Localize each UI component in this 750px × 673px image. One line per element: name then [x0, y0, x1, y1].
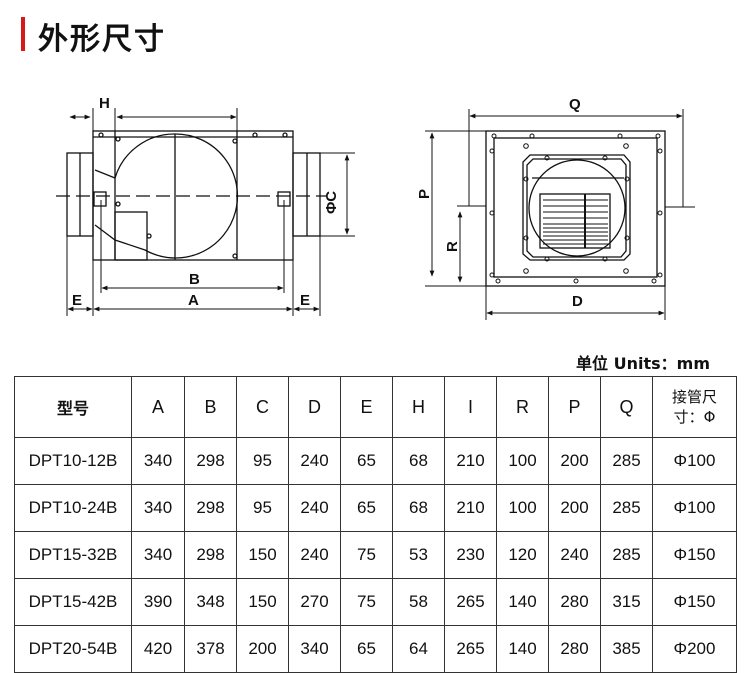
value-cell: 240: [288, 484, 341, 532]
value-cell: Φ150: [652, 531, 737, 579]
model-cell: DPT20-54B: [14, 625, 132, 673]
label-Q: Q: [569, 96, 581, 113]
value-cell: 265: [444, 625, 497, 673]
value-cell: 340: [131, 531, 185, 579]
column-header: H: [392, 376, 445, 438]
value-cell: 58: [392, 578, 445, 626]
value-cell: 64: [392, 625, 445, 673]
value-cell: 68: [392, 484, 445, 532]
column-header: C: [236, 376, 289, 438]
label-H: H: [99, 95, 110, 112]
value-cell: 340: [131, 437, 185, 485]
value-cell: 140: [496, 625, 549, 673]
label-E-right: E: [300, 292, 310, 309]
value-cell: 285: [600, 531, 653, 579]
dimension-drawings: H ΦC B A E E Q P: [56, 95, 695, 320]
value-cell: 420: [131, 625, 185, 673]
value-cell: 285: [600, 484, 653, 532]
label-E-left: E: [72, 292, 82, 309]
header-line: 寸：Φ: [673, 408, 716, 426]
value-cell: 240: [288, 531, 341, 579]
value-cell: 385: [600, 625, 653, 673]
column-header: R: [496, 376, 549, 438]
units-note: 单位 Units：mm: [576, 354, 710, 373]
column-header: P: [548, 376, 601, 438]
label-C: ΦC: [323, 191, 340, 214]
value-cell: 265: [444, 578, 497, 626]
column-header: B: [184, 376, 237, 438]
value-cell: 348: [184, 578, 237, 626]
model-cell: DPT15-42B: [14, 578, 132, 626]
side-view-drawing: [56, 108, 355, 316]
value-cell: Φ150: [652, 578, 737, 626]
label-A: A: [188, 292, 199, 309]
value-cell: 298: [184, 531, 237, 579]
value-cell: 100: [496, 437, 549, 485]
value-cell: 378: [184, 625, 237, 673]
model-cell: DPT15-32B: [14, 531, 132, 579]
value-cell: 230: [444, 531, 497, 579]
value-cell: 210: [444, 484, 497, 532]
value-cell: 95: [236, 484, 289, 532]
column-header: E: [340, 376, 393, 438]
column-header: 型号: [14, 376, 132, 438]
value-cell: 75: [340, 578, 393, 626]
value-cell: 150: [236, 578, 289, 626]
value-cell: 280: [548, 578, 601, 626]
value-cell: 285: [600, 437, 653, 485]
value-cell: 340: [288, 625, 341, 673]
value-cell: 65: [340, 484, 393, 532]
front-view-drawing: [425, 109, 695, 320]
column-header-pipe-size: 接管尺寸：Φ: [652, 376, 737, 438]
value-cell: 390: [131, 578, 185, 626]
value-cell: 280: [548, 625, 601, 673]
value-cell: 100: [496, 484, 549, 532]
label-B: B: [189, 271, 200, 288]
value-cell: 120: [496, 531, 549, 579]
column-header: D: [288, 376, 341, 438]
value-cell: 200: [236, 625, 289, 673]
section-accent-bar: [21, 17, 25, 51]
value-cell: 200: [548, 437, 601, 485]
value-cell: 298: [184, 484, 237, 532]
label-D: D: [572, 293, 583, 310]
value-cell: 95: [236, 437, 289, 485]
header-line: 接管尺: [671, 388, 717, 406]
value-cell: 315: [600, 578, 653, 626]
value-cell: 53: [392, 531, 445, 579]
label-P: P: [416, 189, 433, 199]
value-cell: Φ200: [652, 625, 737, 673]
value-cell: 65: [340, 437, 393, 485]
value-cell: 150: [236, 531, 289, 579]
value-cell: 65: [340, 625, 393, 673]
column-header: Q: [600, 376, 653, 438]
value-cell: 200: [548, 484, 601, 532]
value-cell: 240: [288, 437, 341, 485]
value-cell: 270: [288, 578, 341, 626]
value-cell: 140: [496, 578, 549, 626]
value-cell: 75: [340, 531, 393, 579]
value-cell: 298: [184, 437, 237, 485]
model-cell: DPT10-12B: [14, 437, 132, 485]
section-title: 外形尺寸: [38, 22, 166, 57]
label-R: R: [444, 241, 461, 252]
value-cell: 240: [548, 531, 601, 579]
value-cell: Φ100: [652, 437, 737, 485]
value-cell: Φ100: [652, 484, 737, 532]
model-cell: DPT10-24B: [14, 484, 132, 532]
value-cell: 340: [131, 484, 185, 532]
column-header: A: [131, 376, 185, 438]
value-cell: 210: [444, 437, 497, 485]
column-header: I: [444, 376, 497, 438]
value-cell: 68: [392, 437, 445, 485]
